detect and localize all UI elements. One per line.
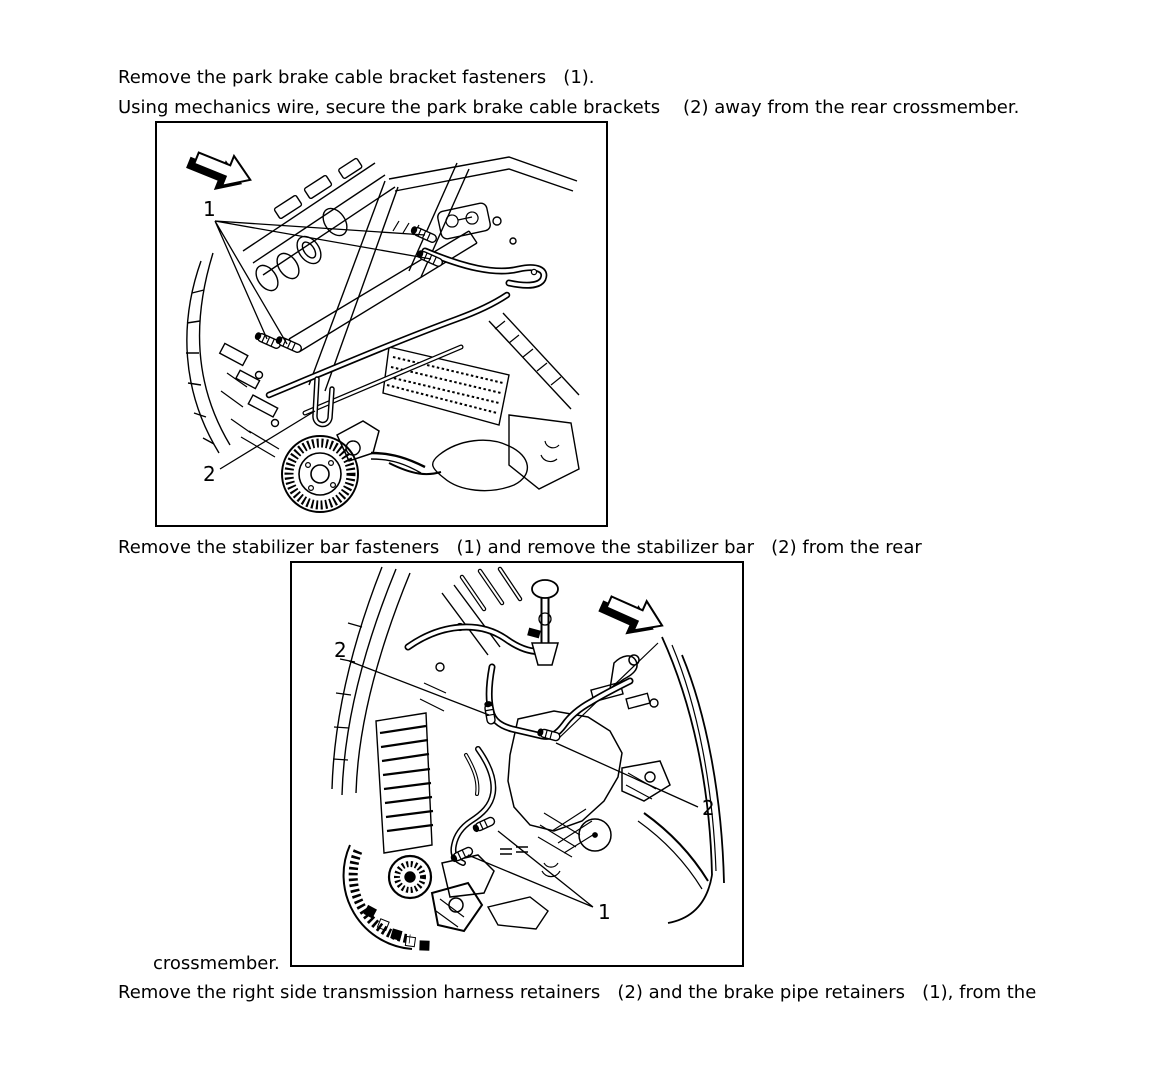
instruction-step-1: Remove the park brake cable bracket fast…	[118, 67, 595, 88]
crossing-bars	[265, 291, 511, 416]
instruction-step-4: Remove the right side transmission harne…	[118, 982, 1037, 1003]
callout-1-label: 1	[598, 900, 611, 924]
figure-stabilizer-bar: 2 2 1	[290, 561, 744, 967]
instruction-step-3: Remove the stabilizer bar fasteners (1) …	[118, 537, 922, 558]
hooked-tube	[421, 247, 548, 289]
park-brake-illustration-svg: 1 2	[186, 151, 580, 513]
figure-park-brake-cable-brackets: 1 2	[155, 121, 608, 527]
brake-rotor	[281, 435, 359, 513]
rotor-checker-band	[363, 904, 430, 951]
instruction-step-3-continuation: crossmember.	[153, 953, 280, 974]
callout-2-right-label: 2	[702, 796, 715, 820]
brake-pipes	[450, 746, 497, 866]
stabilizer-bar-illustration-svg: 2 2 1	[331, 566, 725, 951]
direction-arrow-icon	[186, 151, 252, 190]
callout-leader-lines	[348, 660, 699, 908]
bracket-fasteners	[254, 226, 444, 353]
stabilizer-fasteners	[450, 701, 561, 863]
stabilizer-bar	[485, 663, 634, 740]
hose-bundle	[404, 566, 548, 655]
callout-2-label: 2	[203, 462, 216, 486]
shift-actuator	[527, 579, 559, 666]
instruction-step-2: Using mechanics wire, secure the park br…	[118, 97, 1020, 118]
callout-leader-lines	[214, 220, 432, 470]
callout-2-left-label: 2	[334, 638, 347, 662]
callout-1-label: 1	[203, 197, 216, 221]
direction-arrow-icon	[598, 595, 664, 635]
powertrain-line-art	[331, 566, 725, 950]
underbody-line-art	[186, 156, 580, 492]
cable-bracket	[312, 376, 335, 428]
